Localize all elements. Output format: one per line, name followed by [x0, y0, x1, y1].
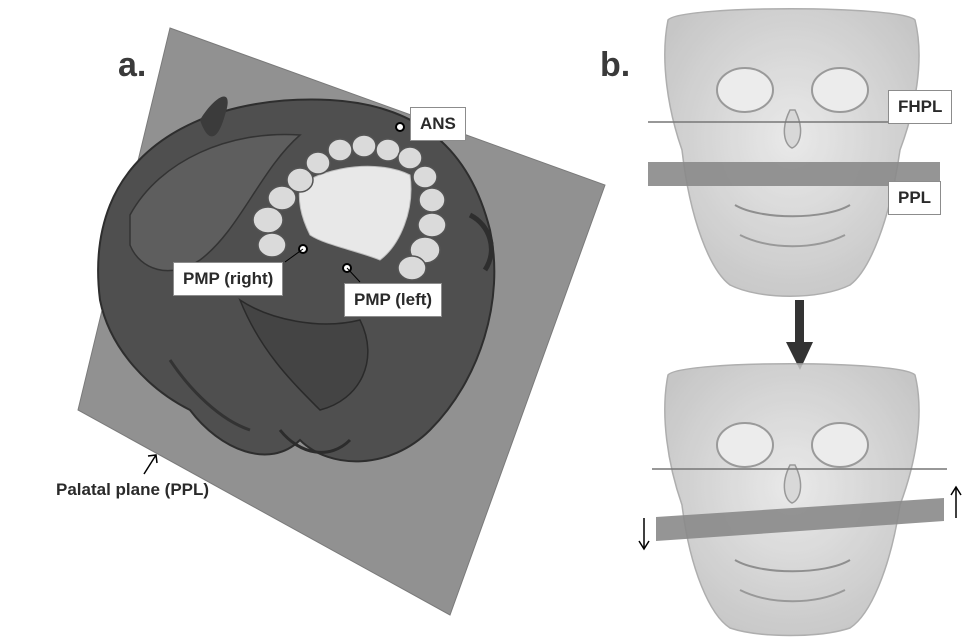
transition-arrow: [786, 300, 813, 370]
pmp-right-label: PMP (right): [173, 262, 283, 296]
ans-label: ANS: [410, 107, 466, 141]
fhpl-label: FHPL: [888, 90, 952, 124]
skull-frontal-bottom: [665, 364, 919, 636]
plane-caption-arrow: [144, 455, 157, 474]
skull-frontal-top: [665, 9, 919, 297]
panel-a-letter: a.: [118, 46, 146, 85]
ppl-label: PPL: [888, 181, 941, 215]
left-down-arrow: [639, 518, 649, 549]
pmp-left-label: PMP (left): [344, 283, 442, 317]
palatal-plane-caption: Palatal plane (PPL): [56, 480, 209, 500]
ans-point: [396, 123, 404, 131]
right-up-arrow: [951, 487, 961, 518]
panel-b-letter: b.: [600, 46, 630, 85]
